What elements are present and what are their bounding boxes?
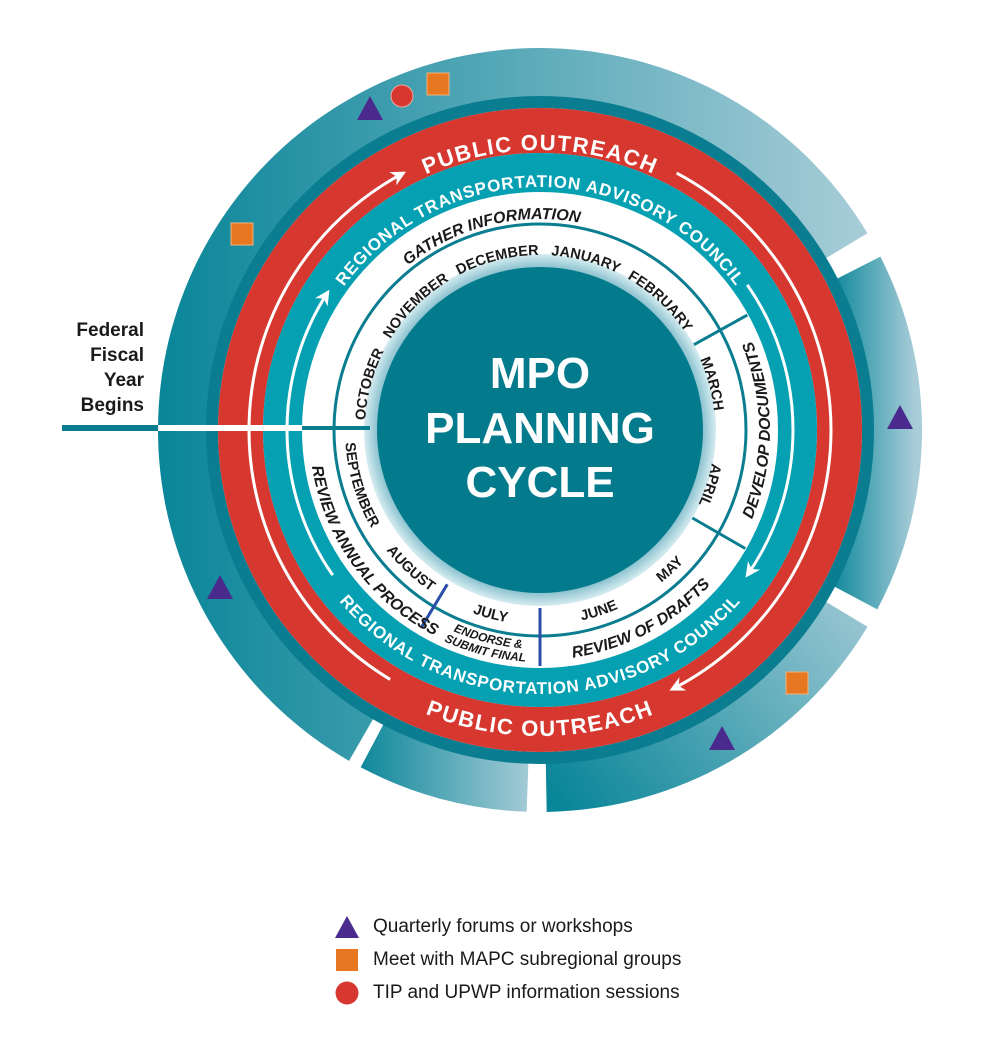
- square-icon: [426, 72, 450, 96]
- cycle-arrow: [669, 171, 833, 691]
- triangle-icon: [709, 726, 735, 750]
- fiscal-year-line: Year: [103, 370, 144, 391]
- triangle-icon: [887, 405, 913, 429]
- circle-icon: [390, 84, 414, 108]
- fiscal-year-line: Begins: [80, 395, 144, 416]
- legend-label: Meet with MAPC subregional groups: [373, 948, 682, 970]
- cycle-arrow: [745, 284, 795, 578]
- legend-item: Meet with MAPC subregional groups: [333, 943, 681, 976]
- legend-label: TIP and UPWP information sessions: [373, 981, 680, 1003]
- fiscal-year-line: Federal: [76, 320, 144, 341]
- square-icon: [230, 222, 254, 246]
- fiscal-year-label: Federal Fiscal Year Begins: [40, 318, 144, 418]
- triangle-icon: [357, 96, 383, 120]
- outer-segment: [834, 256, 923, 610]
- legend: Quarterly forums or workshops Meet with …: [333, 910, 681, 1009]
- legend-item: Quarterly forums or workshops: [333, 910, 681, 943]
- legend-label: Quarterly forums or workshops: [373, 915, 633, 937]
- triangle-icon: [335, 915, 359, 938]
- center-title-line-1: MPO: [490, 349, 590, 398]
- center-title: MPO PLANNING CYCLE: [425, 349, 655, 507]
- center-title-line-2: PLANNING: [425, 404, 655, 453]
- circle-icon: [335, 981, 359, 1004]
- center-title-line-3: CYCLE: [465, 458, 614, 507]
- cycle-arrow: [285, 289, 334, 576]
- square-icon: [785, 671, 809, 695]
- arrows-and-dividers: [62, 171, 833, 691]
- fiscal-year-line: Fiscal: [90, 345, 144, 366]
- legend-item: TIP and UPWP information sessions: [333, 976, 681, 1009]
- center-circle: [377, 267, 703, 593]
- cycle-arrow: [247, 171, 407, 681]
- phase-divider: [420, 583, 449, 628]
- triangle-icon: [207, 575, 233, 599]
- square-icon: [336, 948, 358, 971]
- phase-divider: [691, 516, 746, 550]
- phase-divider: [693, 313, 749, 346]
- event-markers: [207, 72, 913, 750]
- outer-segment: [360, 724, 529, 812]
